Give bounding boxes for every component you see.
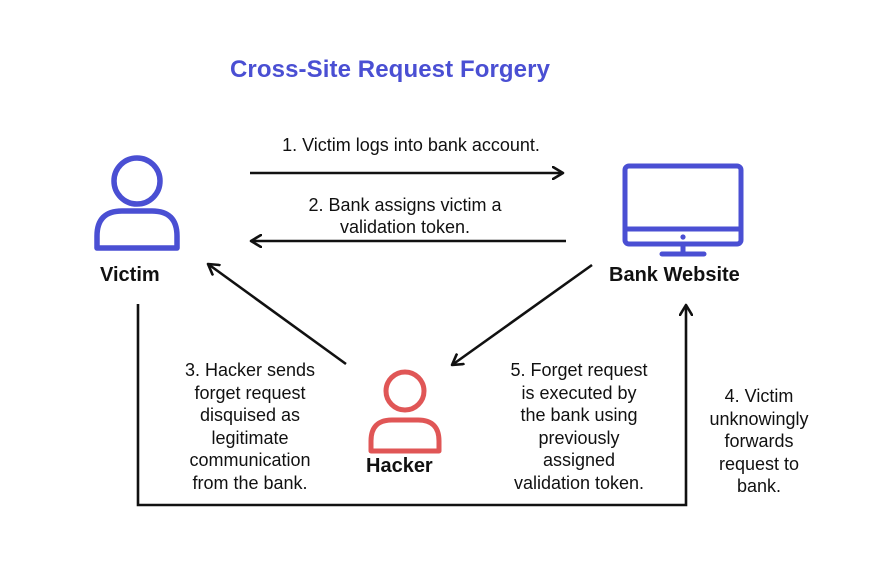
step5-line: is executed by bbox=[521, 382, 637, 403]
arrow-step4 bbox=[136, 304, 686, 507]
step3-line: from the bank. bbox=[192, 472, 308, 493]
step3-line: 3. Hacker sends bbox=[184, 360, 316, 380]
arrow-step3 bbox=[208, 264, 347, 366]
step4-label: 4. Victim unknowingly forwards request t… bbox=[694, 385, 824, 498]
step2-line: validation token. bbox=[339, 217, 471, 237]
step5-line: the bank using bbox=[520, 405, 638, 425]
step5-line: validation token. bbox=[513, 472, 645, 493]
step5-line: 5. Forget request bbox=[510, 360, 648, 380]
step2-line: 2. Bank assigns victim a bbox=[308, 195, 502, 215]
step1-line: 1. Victim logs into bank account. bbox=[282, 135, 540, 155]
step3-line: forget request bbox=[194, 382, 306, 403]
step4-line: unknowingly bbox=[709, 408, 809, 429]
step3-line: communication bbox=[189, 450, 311, 470]
step3-line: legitimate bbox=[211, 427, 289, 448]
step5-label: 5. Forget request is executed by the ban… bbox=[494, 359, 664, 494]
step4-line: bank. bbox=[736, 476, 782, 496]
step1-label: 1. Victim logs into bank account. bbox=[256, 134, 566, 156]
step5-line: previously bbox=[538, 427, 620, 448]
diagram-title: Cross-Site Request Forgery bbox=[230, 56, 551, 83]
victim-user-icon bbox=[94, 155, 180, 251]
step5-line: assigned bbox=[542, 450, 616, 470]
victim-label: Victim bbox=[100, 264, 160, 286]
step2-label: 2. Bank assigns victim a validation toke… bbox=[270, 194, 540, 238]
step4-line: request to bbox=[718, 453, 800, 474]
bank-website-label: Bank Website bbox=[609, 264, 740, 286]
step4-line: 4. Victim bbox=[724, 386, 794, 406]
monitor-power-dot bbox=[680, 234, 686, 240]
hacker-user-icon bbox=[368, 369, 442, 454]
hacker-label: Hacker bbox=[366, 455, 433, 477]
bank-monitor-icon bbox=[622, 163, 744, 257]
step3-line: disquised as bbox=[199, 405, 301, 425]
arrow-step5 bbox=[452, 263, 593, 365]
step3-label: 3. Hacker sends forget request disquised… bbox=[170, 359, 330, 494]
step4-line: forwards bbox=[724, 431, 794, 451]
